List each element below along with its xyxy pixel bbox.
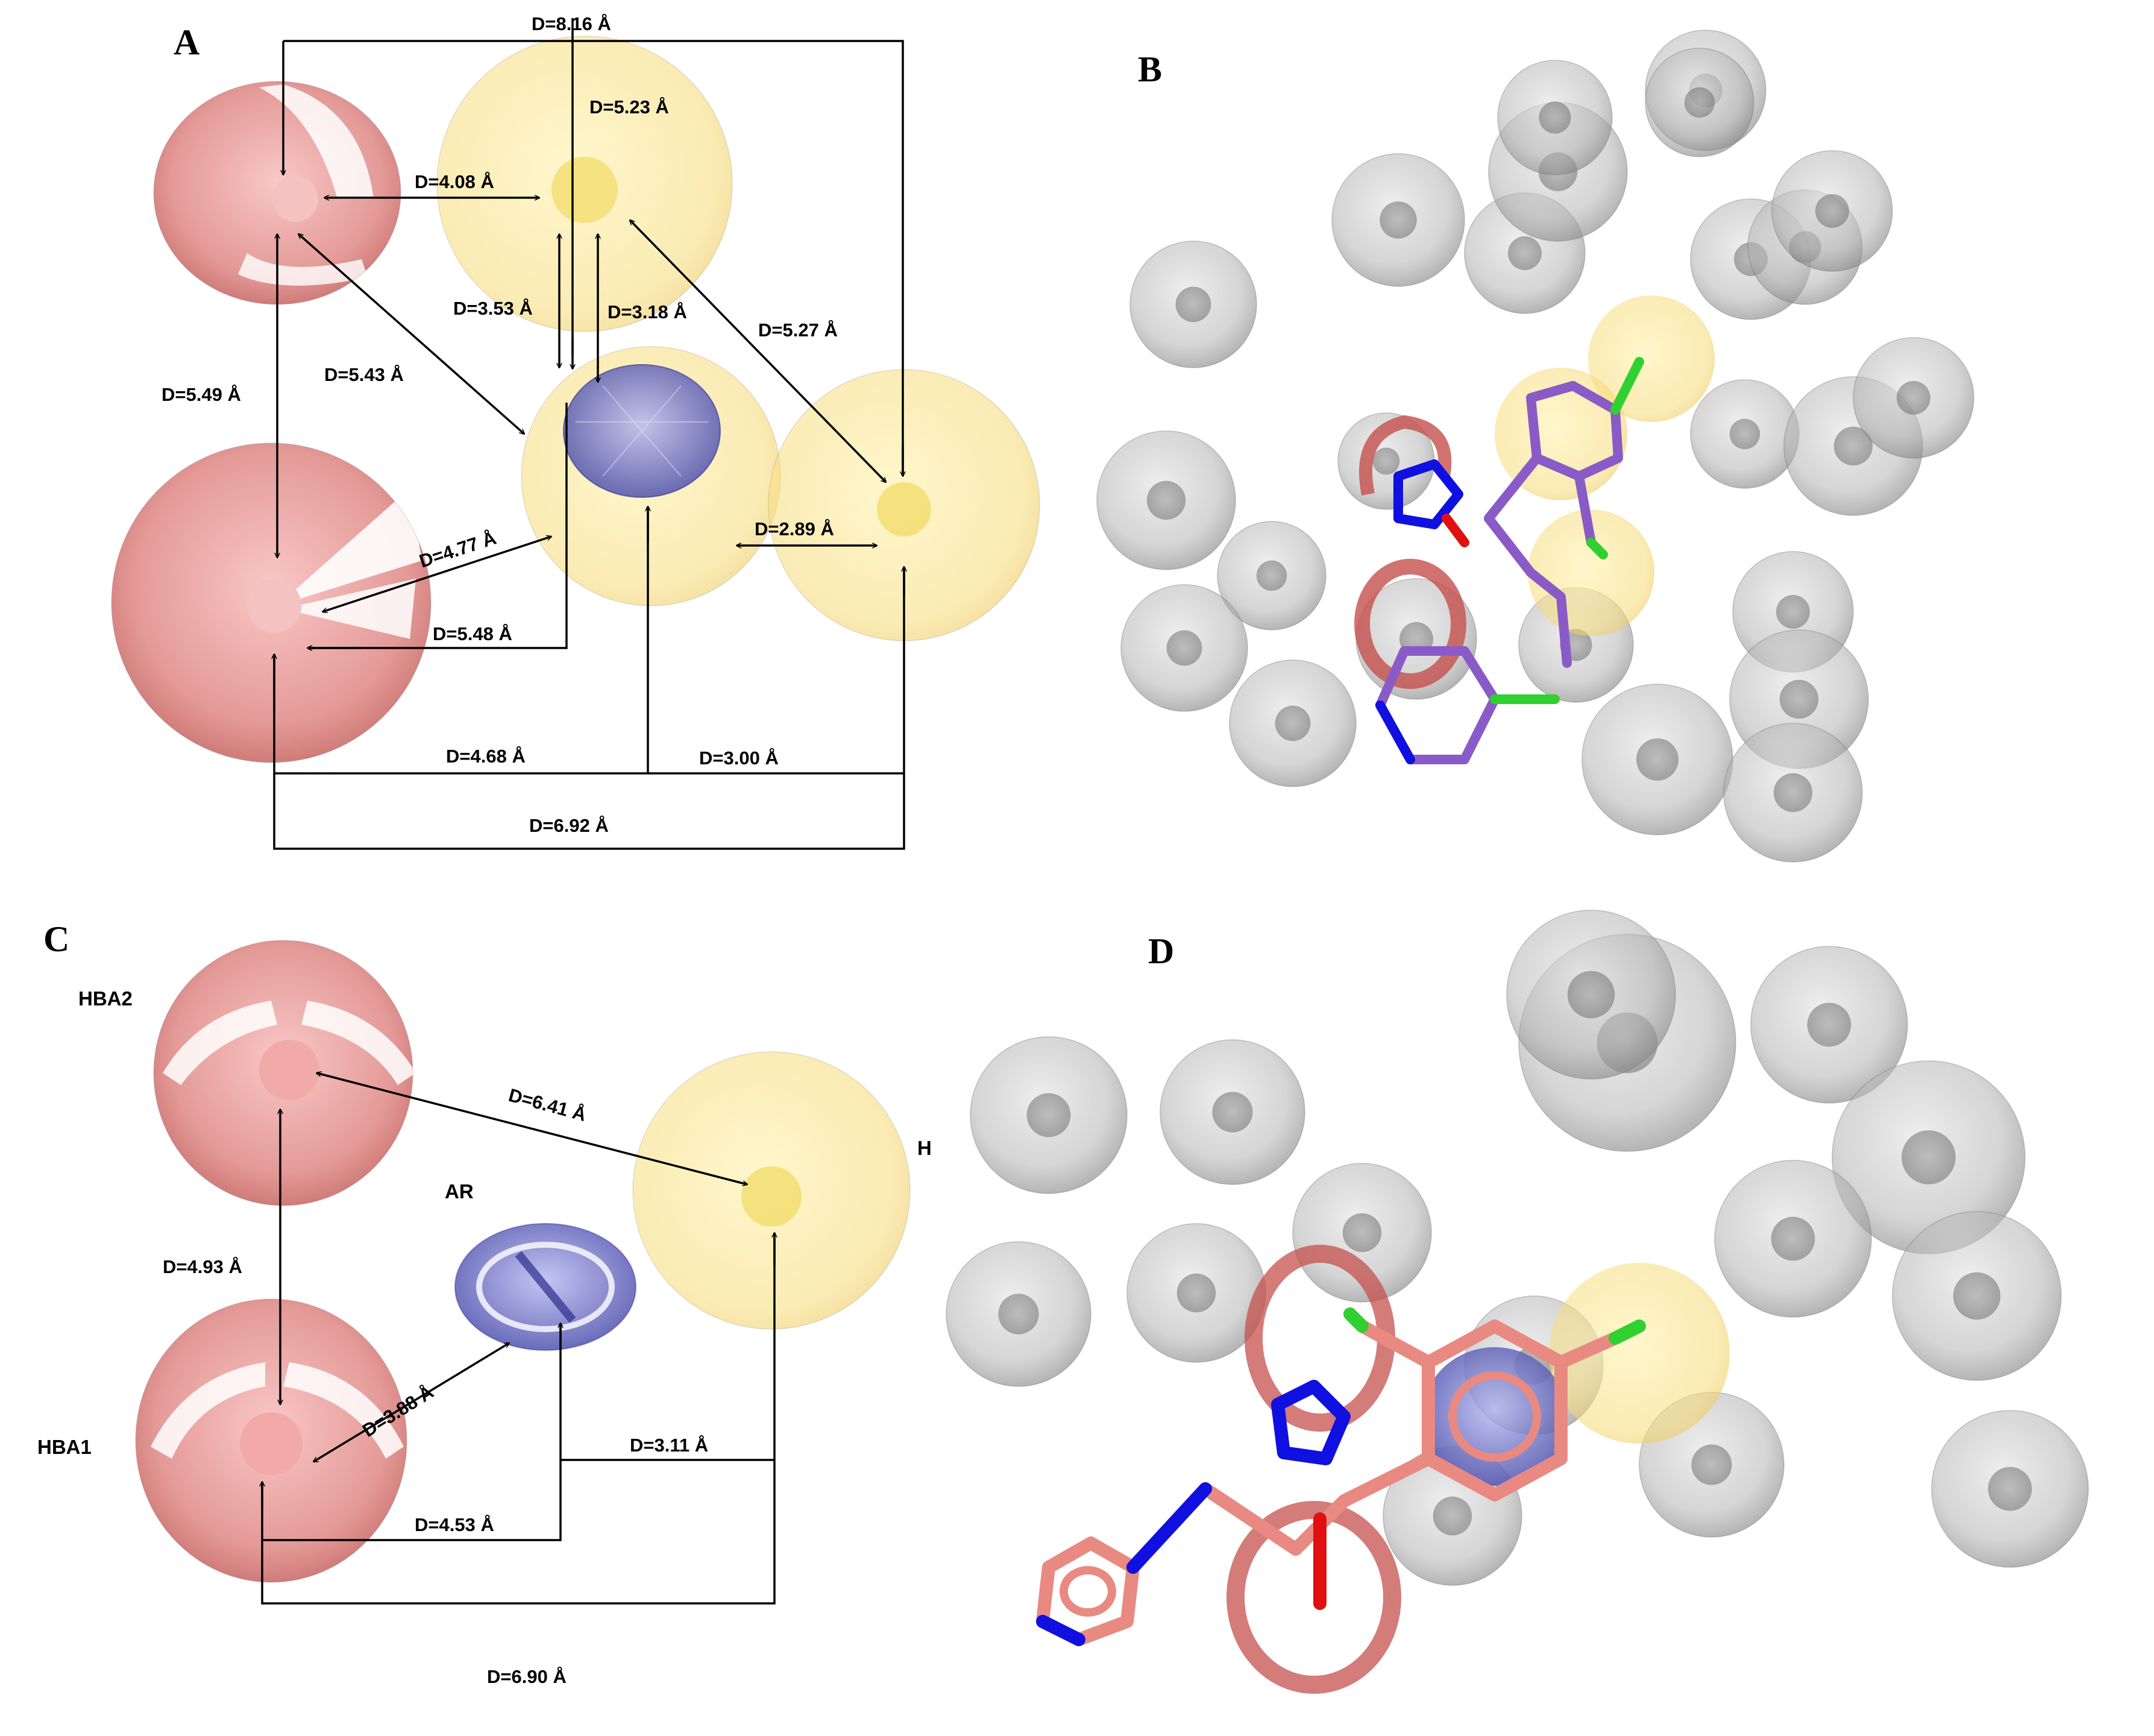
distance-label-8-16: D=8.16 Å: [532, 13, 611, 34]
distance-label-3-53: D=3.53 Å: [453, 298, 533, 319]
panel-d: [946, 910, 2089, 1694]
exclusion-sphere: [1497, 60, 1613, 175]
exclusion-sphere: [1292, 1163, 1432, 1303]
panel-a-distance-lines: [274, 18, 904, 850]
distance-label-3-00: D=3.00 Å: [699, 747, 779, 769]
distance-label-3-18: D=3.18 Å: [608, 301, 687, 322]
panel-d-label: D: [1148, 931, 1174, 971]
distance-label-4-93: D=4.93 Å: [163, 1256, 242, 1277]
exclusion-sphere: [1892, 1211, 2062, 1381]
exclusion-sphere: [1690, 379, 1800, 489]
exclusion-sphere: [1129, 241, 1257, 368]
exclusion-sphere: [1506, 910, 1676, 1080]
panel-c-distance-lines: [262, 1073, 774, 1605]
h-sphere: [632, 1051, 911, 1330]
distance-label-4-68: D=4.68 Å: [446, 746, 526, 767]
ar-feature: [454, 1223, 636, 1351]
exclusion-sphere: [1581, 684, 1733, 835]
ligand-d: [1036, 1307, 1646, 1646]
distance-label-6-92: D=6.92 Å: [529, 815, 609, 836]
feature-label-hba2: HBA2: [78, 987, 133, 1010]
hba2-sphere: [153, 940, 416, 1206]
exclusion-sphere: [1096, 430, 1236, 570]
panel-c-label: C: [43, 919, 69, 959]
exclusion-sphere: [946, 1241, 1091, 1387]
distance-label-5-23: D=5.23 Å: [589, 96, 669, 118]
exclusion-sphere: [1229, 659, 1357, 787]
exclusion-sphere: [1750, 946, 1908, 1104]
distance-label-6-90: D=6.90 Å: [487, 1666, 567, 1687]
panel-b-label: B: [1138, 49, 1162, 89]
exclusion-volume-spheres-d: [946, 910, 2089, 1586]
distance-label-4-77: D=4.77 Å: [416, 527, 498, 572]
distance-label-4-08: D=4.08 Å: [415, 171, 494, 192]
panel-a: D=8.16 Å D=5.23 Å D=4.08 Å D=3.53 Å D=3.…: [111, 13, 1040, 850]
exclusion-sphere: [1126, 1223, 1266, 1363]
panel-b: [1096, 30, 1974, 863]
exclusion-sphere: [1853, 337, 1974, 459]
exclusion-sphere: [1714, 1160, 1872, 1318]
hb-acceptor-features-d: [1226, 1245, 1401, 1694]
exclusion-sphere: [1120, 584, 1248, 712]
distance-label-4-53: D=4.53 Å: [415, 1514, 494, 1535]
feature-label-h: H: [917, 1137, 932, 1159]
distance-label-2-89: D=2.89 Å: [755, 518, 834, 539]
exclusion-sphere: [1771, 150, 1893, 272]
distance-label-5-49: D=5.49 Å: [162, 384, 241, 405]
feature-label-hba1: HBA1: [37, 1436, 92, 1458]
exclusion-sphere: [1331, 153, 1465, 287]
distance-label-3-11: D=3.11 Å: [630, 1435, 708, 1456]
distance-label-5-27: D=5.27 Å: [758, 319, 838, 341]
feature-label-ar: AR: [445, 1180, 474, 1203]
distance-label-5-48: D=5.48 Å: [433, 623, 512, 644]
exclusion-sphere: [1160, 1039, 1305, 1185]
exclusion-sphere: [970, 1036, 1128, 1194]
exclusion-sphere: [1931, 1410, 2089, 1568]
exclusion-sphere: [1645, 48, 1754, 157]
exclusion-sphere: [1217, 521, 1327, 631]
ligand-b: [1375, 357, 1644, 764]
exclusion-sphere: [1832, 1060, 2026, 1254]
hb-acceptor-sphere-bottom: [111, 442, 432, 763]
hb-acceptor-features-b: [1354, 415, 1466, 689]
exclusion-sphere: [1723, 723, 1863, 863]
panel-a-label: A: [174, 22, 199, 62]
aromatic-feature-d: [1422, 1347, 1567, 1486]
aromatic-ring-feature: [563, 364, 721, 498]
distance-label-6-41: D=6.41 Å: [506, 1084, 588, 1125]
distance-label-5-43: D=5.43 Å: [324, 364, 404, 385]
panel-c: HBA2 HBA1 AR H D=6.41 Å D=4.93 Å D=3.88 …: [37, 940, 932, 1687]
hydrophobic-feature-d: [1549, 1263, 1730, 1444]
